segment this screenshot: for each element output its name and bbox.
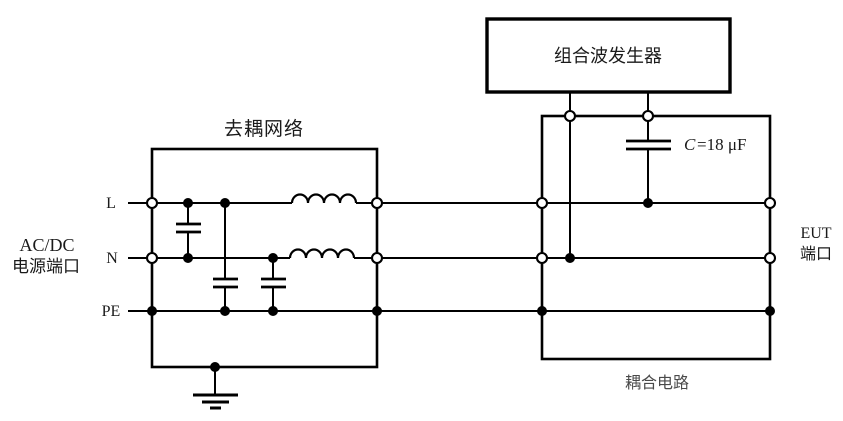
junction-dot (220, 306, 230, 316)
junction-dots (147, 198, 775, 372)
junction-dot (565, 253, 575, 263)
decoupling-network-label: 去耦网络 (224, 118, 304, 140)
junction-dot (765, 306, 775, 316)
ac-port-label-line2: 电源端口 (12, 257, 80, 276)
generator-label: 组合波发生器 (554, 46, 662, 66)
terminal-circle (145, 196, 159, 210)
coupling-capacitor-icon (626, 139, 671, 151)
line-l-label: L (106, 195, 116, 212)
inductor-n-icon (288, 248, 356, 259)
junction-dot (268, 306, 278, 316)
junction-dot (183, 198, 193, 208)
terminal-circle (563, 109, 577, 123)
junction-dot (147, 306, 157, 316)
junction-dot (537, 306, 547, 316)
junction-dot (220, 198, 230, 208)
terminal-circle (535, 196, 549, 210)
terminal-circle (763, 196, 777, 210)
junction-dot (210, 362, 220, 372)
terminal-circle (370, 251, 384, 265)
coupling-circuit-box (540, 114, 772, 361)
capacitor2-icon (213, 277, 238, 289)
line-pe-label: PE (102, 303, 121, 320)
generator-box (485, 17, 732, 94)
junction-dot (183, 253, 193, 263)
terminal-circle (535, 251, 549, 265)
eut-port-label-line1: EUT (800, 225, 831, 242)
terminal-circle (641, 109, 655, 123)
junction-dot (643, 198, 653, 208)
inductor-l-icon (290, 193, 358, 204)
ac-port-label-line1: AC/DC (19, 235, 74, 255)
terminal-circle (763, 251, 777, 265)
capacitor3-icon (261, 277, 286, 289)
earth-ground-icon (193, 393, 238, 410)
coupling-capacitor-symbol: C (684, 135, 696, 154)
open-terminals (145, 109, 777, 265)
junction-dot (268, 253, 278, 263)
junction-dot (372, 306, 382, 316)
line-n-label: N (106, 250, 118, 267)
coupling-capacitor-value: =18 μF (697, 135, 746, 154)
terminal-circle (145, 251, 159, 265)
terminal-circle (370, 196, 384, 210)
eut-port-label-line2: 端口 (800, 245, 832, 263)
capacitor1-icon (176, 222, 201, 234)
coupling-circuit-label: 耦合电路 (625, 374, 689, 392)
